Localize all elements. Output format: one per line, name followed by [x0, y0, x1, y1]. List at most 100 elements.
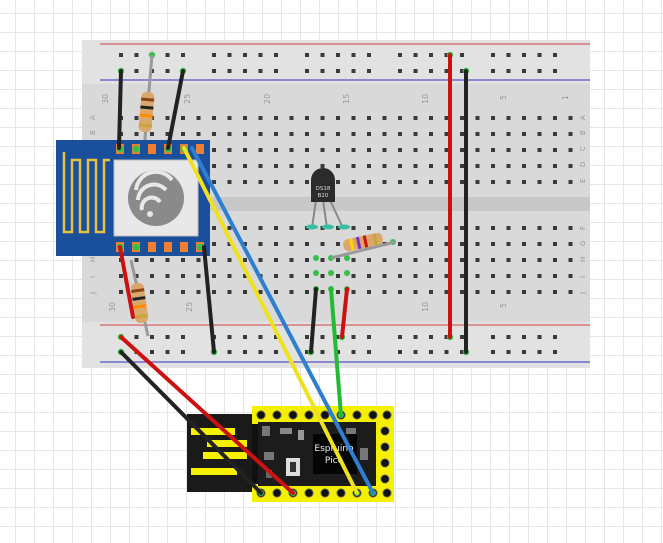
breadboard-hole	[491, 242, 495, 246]
breadboard-hole	[491, 164, 495, 168]
breadboard-hole	[336, 274, 340, 278]
breadboard-hole	[506, 242, 511, 246]
breadboard-hole	[429, 116, 433, 120]
breadboard-hole	[506, 350, 511, 354]
pico-pins-top	[256, 410, 392, 420]
breadboard-hole	[491, 290, 495, 294]
breadboard-hole	[553, 53, 557, 57]
breadboard-hole	[212, 148, 216, 152]
breadboard-hole	[212, 69, 216, 73]
breadboard-hole	[413, 53, 418, 57]
breadboard-hole	[444, 226, 449, 230]
column-labels-top: 30 25 20 15 10 5 1	[101, 94, 570, 104]
breadboard-hole	[150, 335, 154, 339]
breadboard-hole	[491, 226, 495, 230]
breadboard-hole	[274, 226, 278, 230]
breadboard-hole	[181, 116, 185, 120]
ds18b20-sensor: DS18 B20	[306, 168, 350, 230]
breadboard-hole	[351, 53, 356, 57]
breadboard-hole	[243, 180, 247, 184]
breadboard-hole	[212, 258, 216, 262]
breadboard-hole	[320, 116, 325, 120]
breadboard-hole	[367, 116, 371, 120]
breadboard-hole	[150, 274, 154, 278]
breadboard-hole	[506, 132, 511, 136]
breadboard-hole	[320, 53, 325, 57]
breadboard-hole	[398, 53, 402, 57]
breadboard-hole	[165, 69, 170, 73]
breadboard-hole	[553, 242, 557, 246]
breadboard-hole	[320, 148, 325, 152]
breadboard-hole	[320, 132, 325, 136]
breadboard-hole	[444, 164, 449, 168]
breadboard-hole	[134, 53, 139, 57]
breadboard-hole	[351, 350, 356, 354]
wire-red	[340, 287, 349, 339]
breadboard-hole	[506, 258, 511, 262]
breadboard-hole	[289, 258, 294, 262]
breadboard-hole	[289, 148, 294, 152]
breadboard-hole	[398, 335, 402, 339]
breadboard-hole	[181, 132, 185, 136]
breadboard-hole	[289, 242, 294, 246]
breadboard-hole	[351, 164, 356, 168]
breadboard-hole	[351, 335, 356, 339]
breadboard-hole	[491, 274, 495, 278]
breadboard-hole	[553, 164, 557, 168]
breadboard-hole	[491, 350, 495, 354]
breadboard-hole	[367, 53, 371, 57]
breadboard-hole	[568, 258, 573, 262]
breadboard-hole	[336, 242, 340, 246]
sensor-label-line1: DS18	[316, 186, 331, 192]
breadboard-hole	[227, 53, 232, 57]
breadboard-hole	[243, 335, 247, 339]
breadboard-hole	[444, 242, 449, 246]
breadboard-hole	[568, 132, 573, 136]
breadboard-hole	[537, 164, 542, 168]
col-label: 30	[108, 302, 117, 312]
breadboard-hole	[227, 180, 232, 184]
col-label: 10	[421, 302, 430, 312]
breadboard-hole	[460, 116, 464, 120]
breadboard-hole	[274, 116, 278, 120]
breadboard-hole	[537, 242, 542, 246]
breadboard-hole	[212, 53, 216, 57]
breadboard-hole	[460, 258, 464, 262]
breadboard-hole	[367, 148, 371, 152]
breadboard-hole	[444, 335, 449, 339]
breadboard-hole	[429, 148, 433, 152]
breadboard-hole	[568, 164, 573, 168]
breadboard-hole	[413, 274, 418, 278]
breadboard-hole	[367, 226, 371, 230]
sensor-body	[311, 168, 335, 202]
breadboard-hole	[196, 116, 201, 120]
breadboard-hole	[134, 69, 139, 73]
pullup-resistor-top	[138, 54, 155, 151]
breadboard-hole	[243, 132, 247, 136]
breadboard-hole	[336, 180, 340, 184]
row-label: C	[579, 146, 587, 151]
breadboard-hole	[398, 164, 402, 168]
breadboard-hole	[382, 274, 387, 278]
breadboard-hole	[212, 242, 216, 246]
breadboard-hole	[165, 53, 170, 57]
breadboard-hole	[475, 132, 480, 136]
breadboard-hole	[413, 290, 418, 294]
wire-blue	[190, 146, 375, 495]
breadboard-hole	[227, 69, 232, 73]
breadboard-hole	[382, 132, 387, 136]
breadboard-hole	[522, 148, 526, 152]
breadboard-hole	[305, 148, 309, 152]
breadboard-hole	[568, 116, 573, 120]
breadboard-hole	[227, 335, 232, 339]
breadboard-hole	[289, 116, 294, 120]
breadboard-hole	[460, 290, 464, 294]
breadboard-hole	[367, 164, 371, 168]
breadboard-hole	[491, 148, 495, 152]
breadboard-hole	[119, 290, 123, 294]
col-label: 15	[342, 94, 351, 104]
breadboard-hole	[181, 350, 185, 354]
breadboard-hole	[196, 132, 201, 136]
breadboard-hole	[134, 116, 139, 120]
